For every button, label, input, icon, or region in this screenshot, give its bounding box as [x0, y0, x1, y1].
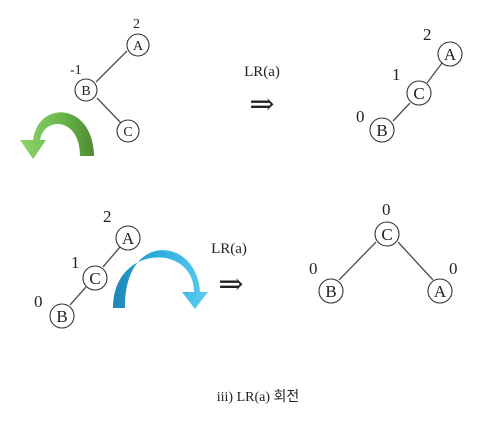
transition-label: LR(a) — [211, 241, 247, 257]
node-label: B — [376, 121, 387, 140]
node-c: C 1 — [71, 253, 108, 291]
balance-factor: 0 — [382, 200, 391, 219]
node-label: A — [444, 45, 457, 64]
balance-factor: 1 — [392, 65, 401, 84]
implies-arrow: ⇒ — [218, 268, 243, 301]
rotation-arrow-clockwise — [113, 250, 208, 309]
balance-factor: 0 — [449, 259, 458, 278]
balance-factor: -1 — [70, 63, 82, 78]
node-label: C — [413, 84, 424, 103]
node-label: C — [123, 125, 132, 140]
node-c: C 1 — [392, 65, 432, 106]
tree-top-right: A 2 C 1 B 0 — [356, 25, 463, 143]
node-label: C — [89, 269, 100, 288]
transition-label: LR(a) — [244, 64, 280, 80]
node-b: B -1 — [70, 63, 98, 102]
balance-factor: 2 — [103, 207, 112, 226]
node-a: A 2 — [103, 207, 141, 251]
balance-factor: 2 — [133, 17, 140, 32]
node-b: B 0 — [309, 259, 344, 304]
node-label: A — [122, 229, 135, 248]
tree-bottom-left: A 2 C 1 B 0 — [34, 207, 141, 329]
node-label: B — [325, 282, 336, 301]
node-label: B — [81, 84, 90, 99]
node-c: C — [116, 119, 140, 143]
edge-c-b — [338, 241, 377, 281]
node-label: A — [434, 282, 447, 301]
node-b: B 0 — [34, 292, 75, 329]
tree-bottom-right: C 0 B 0 A 0 — [309, 200, 458, 304]
balance-factor: 0 — [34, 292, 43, 311]
transition-top: LR(a) ⇒ — [244, 64, 280, 121]
edge-c-b — [69, 286, 87, 306]
node-c: C 0 — [374, 200, 400, 247]
node-a: A 2 — [126, 17, 150, 57]
node-a: A 0 — [427, 259, 458, 304]
edge-a-c — [102, 246, 121, 268]
edge-b-c — [96, 97, 122, 124]
node-label: B — [56, 307, 67, 326]
edge-c-b — [392, 102, 411, 122]
balance-factor: 1 — [71, 253, 80, 272]
implies-arrow: ⇒ — [249, 88, 274, 121]
tree-top-left: A 2 B -1 C — [70, 17, 150, 143]
balance-factor: 0 — [309, 259, 318, 278]
balance-factor: 0 — [356, 107, 365, 126]
edge-a-b — [95, 50, 128, 83]
node-a: A 2 — [423, 25, 463, 67]
edge-c-a — [397, 241, 434, 281]
transition-bottom: LR(a) ⇒ — [211, 241, 247, 301]
edge-a-c — [426, 62, 443, 84]
rotation-arrow-counterclockwise — [20, 112, 94, 159]
figure-caption: iii) LR(a) 회전 — [217, 389, 300, 405]
node-label: C — [381, 225, 392, 244]
node-label: A — [133, 39, 144, 54]
node-b: B 0 — [356, 107, 395, 143]
balance-factor: 2 — [423, 25, 432, 44]
